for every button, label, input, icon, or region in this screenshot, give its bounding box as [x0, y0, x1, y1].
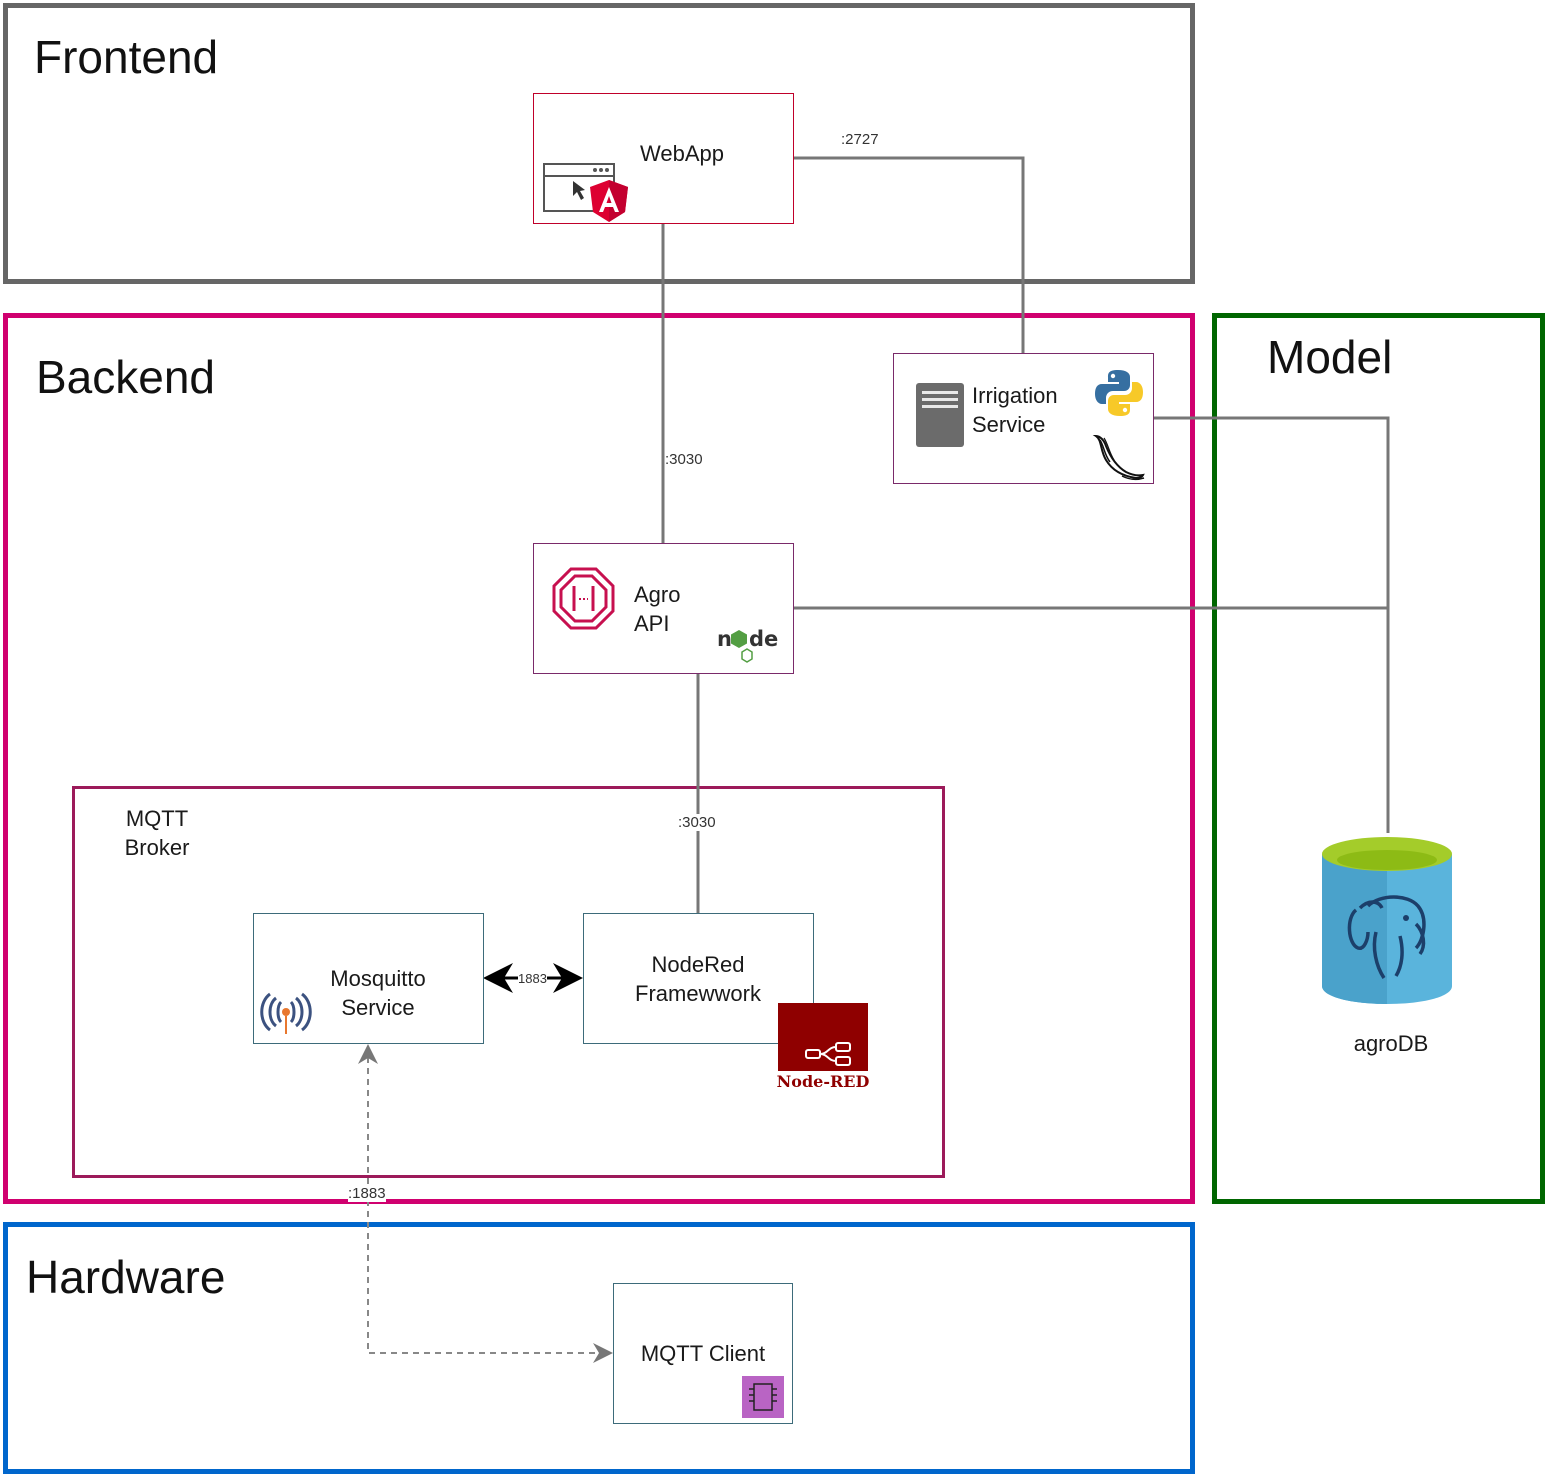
nodejs-icon: n de: [717, 627, 778, 663]
label-2727: :2727: [841, 131, 879, 148]
python-icon: [1095, 370, 1143, 416]
angular-icon: [590, 180, 628, 222]
mqtt-broker-title: MQTT Broker: [110, 804, 204, 862]
mosquitto-label: Mosquitto Service: [318, 964, 438, 1022]
edge-irrigation-db: [1153, 416, 1390, 833]
edge-webapp-irrigation: [793, 156, 1025, 353]
svg-text:n: n: [717, 627, 732, 651]
node-red-logo-text: Node-RED: [776, 1072, 870, 1091]
nodered-label-line1: NodeRed: [651, 952, 745, 977]
nodered-label-line2: Framewwork: [635, 981, 761, 1006]
mosquitto-label-line1: Mosquitto: [330, 966, 426, 991]
node-red-flow-glyph: [805, 1042, 851, 1066]
node-red-icon: [778, 1003, 868, 1071]
backend-title: Backend: [36, 351, 216, 403]
frontend-group: [3, 3, 1195, 284]
chip-icon: [742, 1376, 784, 1418]
frontend-title: Frontend: [34, 31, 219, 83]
server-icon: [916, 383, 964, 447]
nodered-label: NodeRed Framewwork: [613, 950, 783, 1008]
postgresql-icon[interactable]: [1320, 836, 1454, 1004]
mosquitto-label-line2: Service: [341, 995, 415, 1020]
agro-api-label-line1: Agro: [634, 582, 681, 607]
webapp-label: WebApp: [640, 141, 724, 166]
database-label: agroDB: [1353, 1031, 1429, 1056]
agro-api-label: Agro API: [634, 580, 714, 638]
label-3030-bottom: :3030: [678, 814, 716, 831]
irrigation-label-line1: Irrigation: [972, 383, 1058, 408]
hardware-title: Hardware: [26, 1251, 226, 1303]
mosquitto-icon: [260, 992, 312, 1034]
mqtt-broker-title-line2: Broker: [124, 835, 190, 860]
model-group: [1212, 313, 1545, 1204]
chip-glyph: [749, 1383, 777, 1411]
irrigation-label: Irrigation Service: [972, 381, 1072, 439]
label-1883-outer: :1883: [348, 1185, 386, 1202]
mqtt-client-label: MQTT Client: [640, 1341, 766, 1366]
api-gateway-icon: [552, 567, 615, 630]
model-title: Model: [1267, 331, 1393, 383]
flask-icon: [1092, 434, 1145, 481]
mqtt-broker-title-line1: MQTT: [125, 806, 189, 831]
edge-mosquitto-client: [358, 1044, 613, 1363]
svg-text:de: de: [749, 627, 778, 651]
nodered-framework-node[interactable]: [583, 913, 814, 1044]
label-3030-top: :3030: [665, 451, 703, 468]
label-1883-inner: 1883: [518, 970, 547, 987]
irrigation-label-line2: Service: [972, 412, 1046, 437]
agro-api-label-line2: API: [634, 611, 670, 636]
